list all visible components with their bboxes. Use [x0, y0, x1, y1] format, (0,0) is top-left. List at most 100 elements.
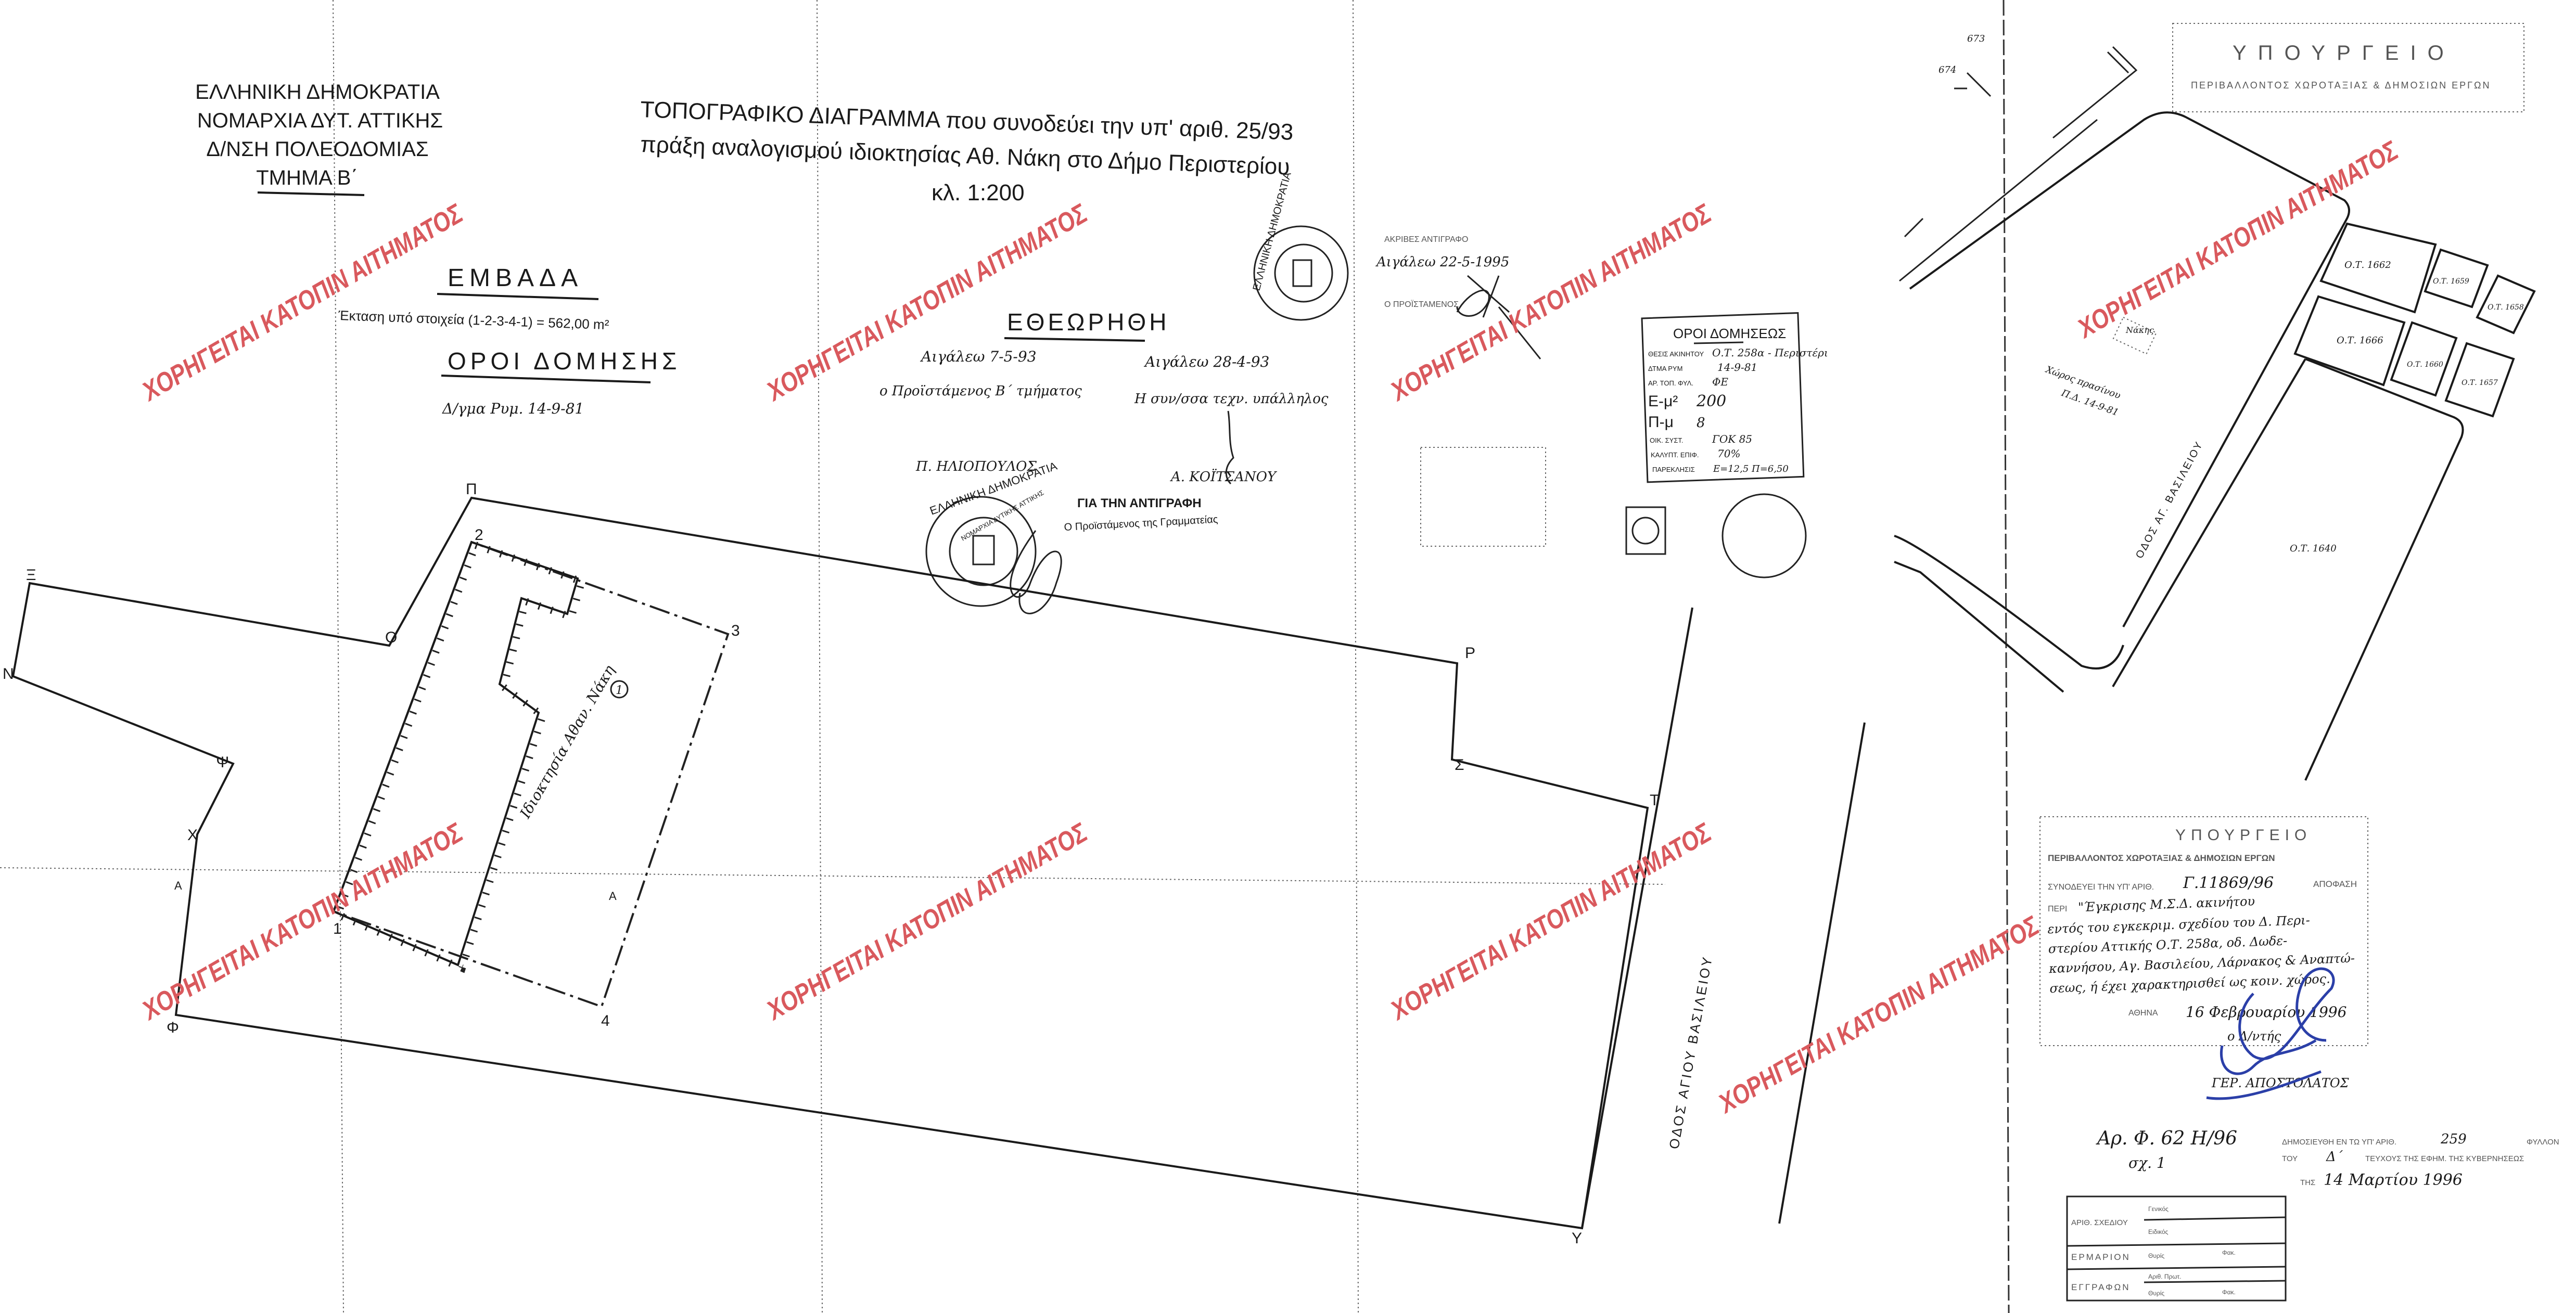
location-map: ΥΠΟΥΡΓΕΙΟ ΠΕΡΙΒΑΛΛΟΝΤΟΣ ΧΩΡΟΤΑΞΙΑΣ & ΔΗΜ… [1894, 23, 2536, 781]
watermark-text: ΧΟΡΗΓΕΙΤΑΙ ΚΑΤΟΠΙΝ ΑΙΤΗΜΑΤΟΣ [136, 198, 468, 407]
parcel-outline [332, 540, 730, 1008]
header-line: ΕΛΛΗΝΙΚΗ ΔΗΜΟΚΡΑΤΙΑ [195, 81, 440, 104]
block-label: Ο.Τ. 1657 [2462, 379, 2498, 387]
stamp-row-label: ΔΤΜΑ ΡΥΜ [1648, 365, 1682, 372]
stamp-line: ΑΚΡΙΒΕΣ ΑΝΤΙΓΡΑΦΟ [1384, 235, 1468, 244]
city-block [2390, 321, 2458, 397]
signer-name: ΓΕΡ. ΑΠΟΣΤΟΛΑΤΟΣ [2211, 1076, 2350, 1090]
copy-stamp-line-2: Ο Προϊστάμενος της Γραμματείας [1064, 514, 1218, 533]
right-place-date: Αιγάλεω 28-4-93 [1143, 353, 1269, 370]
left-place-date: Αιγάλεω 7-5-93 [920, 348, 1037, 365]
stamp-heading: ΟΡΟΙ ΔΟΜΗΣΕΩΣ [1673, 326, 1786, 341]
block-label: Ο.Τ. 1666 [2337, 335, 2383, 346]
block-label: 674 [1939, 65, 1956, 75]
street-edge [1581, 607, 1693, 1229]
vertex-label: Σ [1455, 756, 1464, 774]
side-mark: Α [174, 879, 182, 892]
street-name: ΟΔΟΣ ΑΓΙΟΥ ΒΑΣΙΛΕΙΟΥ [1666, 954, 1715, 1150]
archive-field: Φακ. [2222, 1249, 2236, 1256]
vertex-label: Π [466, 481, 477, 498]
areas-heading: ΕΜΒΑΔΑ [448, 264, 583, 292]
block-label: Ο.Τ. 1658 [2488, 303, 2524, 312]
revenue-stamp [1625, 506, 1666, 555]
publication-text: ΦΥΛΛΟΝ [2527, 1138, 2559, 1147]
decision-body-line: εντός του εγκεκριμ. σχεδίου του Δ. Περι- [2047, 913, 2310, 937]
decision-label: ΑΠΟΦΑΣΗ [2313, 879, 2357, 889]
decision-date: 16 Φεβρουαρίου 1996 [2186, 1003, 2347, 1021]
block-label: Ο.Τ. 1640 [2290, 543, 2337, 554]
block-label: Ο.Τ. 1659 [2433, 277, 2469, 286]
building-terms-decree: Δ/γμα Ρυμ. 14-9-81 [442, 400, 584, 417]
left-role: ο Προϊστάμενος Β΄ τμήματος [879, 383, 1082, 399]
stamp-row-label: ΘΕΣΙΣ ΑΚΙΝΗΤΟΥ [1648, 350, 1704, 358]
vertex-label: Ξ [26, 567, 36, 584]
vertex-label: Ρ [1465, 645, 1475, 662]
watermark-text: ΧΟΡΗΓΕΙΤΑΙ ΚΑΤΟΠΙΝ ΑΙΤΗΜΑΤΟΣ [1385, 817, 1717, 1026]
city-label: ΑΘΗΝΑ [2128, 1009, 2158, 1018]
city-block [2444, 342, 2515, 418]
stamp-row-value: ΦΕ [1712, 376, 1728, 388]
signature [1225, 410, 1234, 485]
city-block [2112, 358, 2464, 781]
ministry-subtitle: ΠΕΡΙΒΑΛΛΟΝΤΟΣ ΧΩΡΟΤΑΞΙΑΣ & ΔΗΜΟΣΙΩΝ ΕΡΓΩ… [2191, 80, 2491, 91]
seal-text: ΕΛΛΗΝΙΚΗ ΔΗΜΟΚΡΑΤΙΑ [1251, 171, 1294, 292]
building-terms-stamp: ΟΡΟΙ ΔΟΜΗΣΕΩΣ ΘΕΣΙΣ ΑΚΙΝΗΤΟΥ ΔΤΜΑ ΡΥΜ ΑΡ… [1625, 312, 1828, 578]
stamp-row-value: 8 [1697, 415, 1705, 431]
stamp-row-value: 70% [1717, 447, 1740, 460]
stamp-row-value: ΓΟΚ 85 [1712, 433, 1752, 445]
header-line: ΤΜΗΜΑ Β΄ [256, 166, 358, 189]
file-reference: Αρ. Φ. 62 Η/96 σχ. 1 [2096, 1128, 2237, 1172]
street-edge [1778, 722, 1866, 1224]
stamp-row-label: ΑΡ. ΤΟΠ. ΦΥΛ. [1648, 379, 1693, 387]
owner-label: Νάκης [2125, 325, 2154, 335]
decision-stamp: ΥΠΟΥΡΓΕΙΟ ΠΕΡΙΒΑΛΛΟΝΤΟΣ ΧΩΡΟΤΑΞΙΑΣ & ΔΗΜ… [2039, 816, 2368, 1100]
copy-stamp-line-1: ΓΙΑ ΤΗΝ ΑΝΤΙΓΡΑΦΗ [1077, 496, 1202, 510]
decision-body-line: στερίου Αττικής Ο.Τ. 258α, οδ. Δωδε- [2048, 933, 2287, 956]
vertex-label: Φ [167, 1019, 179, 1036]
publication-text: ΤΟΥ [2282, 1154, 2298, 1163]
watermark-text: ΧΟΡΗΓΕΙΤΑΙ ΚΑΤΟΠΙΝ ΑΙΤΗΜΑΤΟΣ [761, 817, 1093, 1026]
scan-fold-lines [0, 0, 2010, 1313]
publication-text: ΔΗΜΟΣΙΕΥΘΗ ΕΝ ΤΩ ΥΠ' ΑΡΙΘ. [2282, 1138, 2396, 1147]
ministry-stamp [2172, 23, 2524, 112]
gazette-series: Δ΄ [2326, 1149, 2343, 1165]
gazette-issue: 259 [2440, 1131, 2467, 1147]
boundary-outline [11, 496, 1649, 1230]
right-signer-name: Α. ΚΟΪΤΣΑΝΟΥ [1170, 469, 1278, 485]
area-value: Έκταση υπό στοιχεία (1-2-3-4-1) = 562,00… [338, 307, 609, 332]
header-line: Δ/ΝΣΗ ΠΟΛΕΟΔΟΜΙΑΣ [206, 138, 428, 161]
city-block [2293, 295, 2406, 387]
stamp-row-label: ΠΑΡΕΚΛΗΣΙΣ [1652, 466, 1695, 473]
faded-stamp [1420, 447, 1546, 547]
stamp-row-value: 200 [1696, 392, 1726, 410]
publication-text: ΤΗΣ [2300, 1178, 2315, 1187]
side-mark: Α [609, 890, 617, 903]
approval-heading: ΕΘΕΩΡΗΘΗ [1007, 308, 1169, 336]
stamp-row-label: ΚΑΛΥΠΤ. ΕΠΙΦ. [1651, 451, 1699, 459]
stamp-row-label: Π-μ [1648, 414, 1674, 431]
owner-parcel-marker [2112, 316, 2157, 355]
stamp-row-label: Ε-μ² [1648, 393, 1678, 410]
city-block [2424, 248, 2489, 308]
block-label: Ο.Τ. 1662 [2344, 260, 2391, 271]
parcel-number-circle [610, 680, 629, 699]
archive-field: Γενικός [2148, 1205, 2169, 1213]
ministry-subtitle: ΠΕΡΙΒΑΛΛΟΝΤΟΣ ΧΩΡΟΤΑΞΙΑΣ & ΔΗΜΟΣΙΩΝ ΕΡΓΩ… [2048, 853, 2275, 863]
accompanies-label: ΣΥΝΟΔΕΥΕΙ ΤΗΝ ΥΠ' ΑΡΙΘ. [2048, 883, 2154, 892]
watermark-text: ΧΟΡΗΓΕΙΤΑΙ ΚΑΤΟΠΙΝ ΑΙΤΗΜΑΤΟΣ [2072, 135, 2404, 344]
areas-section: ΕΜΒΑΔΑ Έκταση υπό στοιχεία (1-2-3-4-1) =… [338, 264, 681, 417]
stamp-row-value: 14-9-81 [1717, 361, 1757, 374]
watermark-text: ΧΟΡΗΓΕΙΤΑΙ ΚΑΤΟΠΙΝ ΑΙΤΗΜΑΤΟΣ [761, 198, 1093, 407]
vertex-label: Ψ [216, 754, 229, 771]
publication-date: 14 Μαρτίου 1996 [2324, 1171, 2463, 1189]
official-seal: ΕΛΛΗΝΙΚΗ ΔΗΜΟΚΡΑΤΙΑ ΝΟΜΑΡΧΙΑ ΔΥΤΙΚΗΣ ΑΤΤ… [925, 459, 1062, 614]
point-label: 4 [601, 1012, 610, 1029]
stamp-date: Αιγάλεω 22-5-1995 [1375, 254, 1509, 270]
archive-field: Θυρίς [2148, 1290, 2164, 1297]
building-terms-heading: ΟΡΟΙ ΔΟΜΗΣΗΣ [448, 347, 681, 375]
point-label: 1 [333, 920, 342, 937]
city-block [2319, 222, 2437, 314]
ministry-title: ΥΠΟΥΡΓΕΙΟ [2175, 827, 2312, 844]
blue-signature [2206, 967, 2335, 1100]
